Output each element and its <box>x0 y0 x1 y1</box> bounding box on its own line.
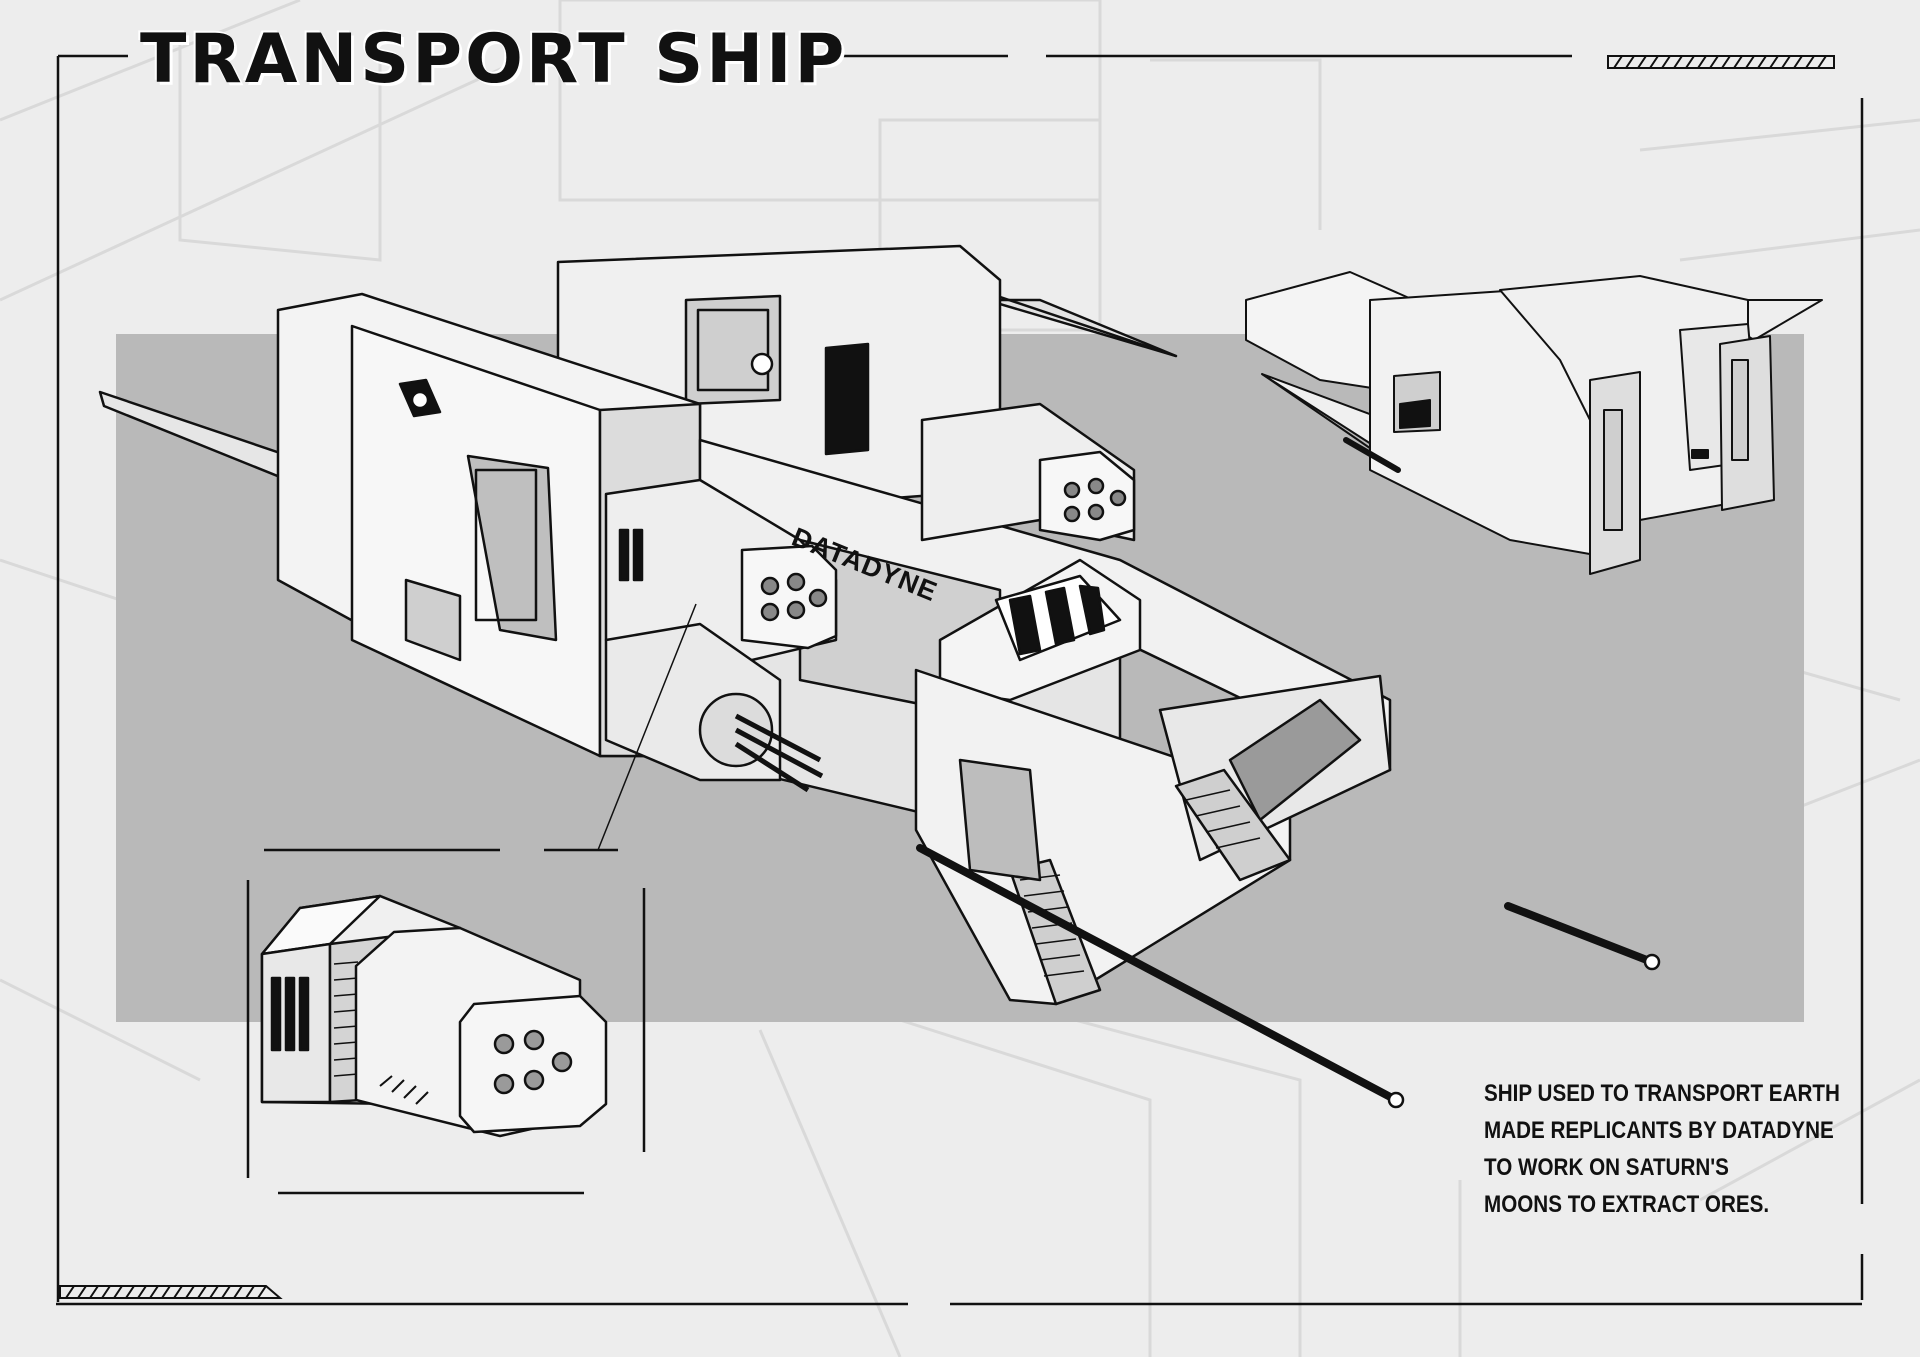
gun-turret <box>604 622 824 793</box>
description-line: SHIP USED TO TRANSPORT EARTH <box>1484 1080 1840 1107</box>
description-line: MOONS TO EXTRACT ORES. <box>1484 1191 1770 1218</box>
ramp-right <box>1174 768 1292 882</box>
antenna-rod-right <box>1504 902 1656 966</box>
description-note: SHIP USED TO TRANSPORT EARTH MADE REPLIC… <box>1484 1075 1840 1223</box>
page-title: TRANSPORT SHIP <box>140 20 848 99</box>
engine-pod-lower <box>604 478 838 662</box>
antenna-rod-left <box>916 844 1400 1104</box>
description-line: MADE REPLICANTS BY DATADYNE <box>1484 1117 1834 1144</box>
frame-lines <box>56 54 1864 1306</box>
hatched-bar-bottom-left <box>59 1285 283 1299</box>
hatched-bar-top-right <box>1607 55 1835 69</box>
description-line: TO WORK ON SATURN'S <box>1484 1154 1729 1181</box>
engine-pod-upper <box>920 402 1136 542</box>
